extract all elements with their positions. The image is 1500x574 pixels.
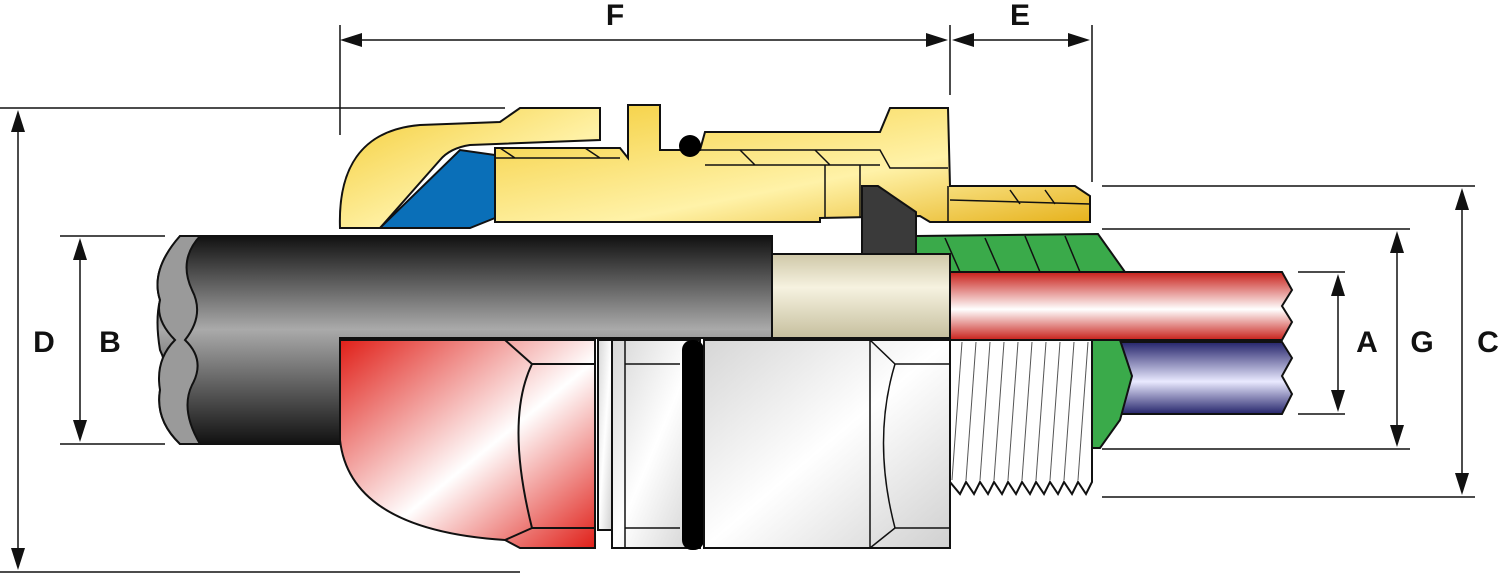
red-cap-lower [339,339,596,549]
lower-section [339,339,1134,550]
label-D: D [33,326,55,359]
label-B: B [99,326,121,359]
o-ring-band [682,340,704,550]
upper-section [338,104,1127,277]
middle-nut-facet [624,340,680,548]
red-conductor [949,271,1294,341]
label-F: F [606,0,624,32]
blue-conductor [1119,341,1294,415]
body-nut [703,339,951,549]
cap-nose [338,107,601,229]
body-nut-facet [869,339,950,549]
label-C: C [1477,326,1499,359]
green-seal-lower [1091,339,1134,449]
brass-body [494,104,1091,223]
dimension-lines [0,25,1475,573]
cable-armor [771,253,951,339]
o-ring [679,135,701,157]
brass-details [495,147,1091,222]
thread-lines [951,341,1089,481]
entry-thread [949,339,1093,496]
thin-ring [597,339,613,531]
green-seal-hatch [944,235,1081,273]
label-A: A [1356,326,1378,359]
dimension-labels: F E D B A G C [33,0,1499,359]
red-cap-facet [504,339,595,541]
cable [156,235,1294,445]
label-G: G [1410,326,1433,359]
cable-end-cut [156,235,203,445]
label-E: E [1010,0,1030,32]
